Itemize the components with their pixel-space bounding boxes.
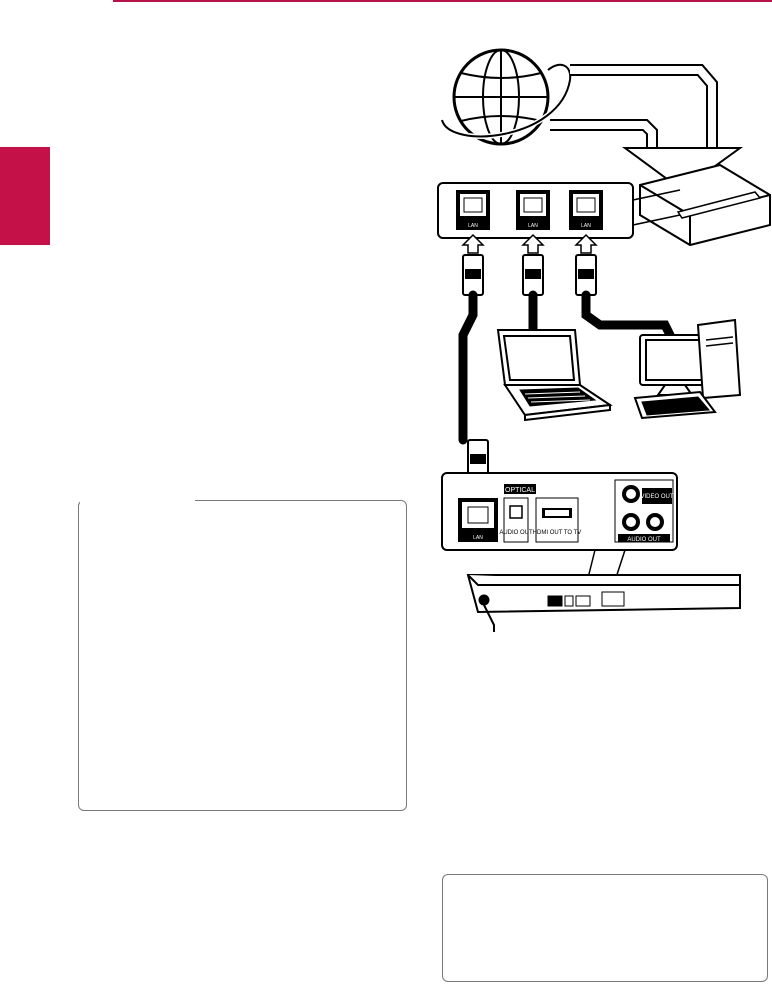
- ethernet-cables: [458, 290, 675, 445]
- router-lan-panel: LAN LAN LAN: [437, 182, 681, 239]
- note-box-title-gap: [80, 497, 195, 503]
- plug-arrows: [461, 233, 598, 254]
- video-out-label: VIDEO OUT: [640, 494, 673, 500]
- hdmi-out-label: HDMI OUT TO TV: [533, 530, 582, 536]
- internet-connection-arrow: [550, 64, 744, 192]
- top-rule: [113, 0, 772, 2]
- desktop-pc-icon: [633, 318, 742, 420]
- lan-port-2: LAN: [516, 190, 550, 230]
- player-lan-label: LAN: [473, 535, 483, 541]
- lan-port-1: LAN: [456, 190, 490, 230]
- lan-port-label: LAN: [581, 223, 591, 229]
- optical-label: OPTICAL: [505, 487, 535, 494]
- optical-audio-out-label: AUDIO OUT: [499, 530, 533, 536]
- router-icon: [639, 163, 771, 247]
- network-connection-diagram: LAN LAN LAN: [437, 48, 771, 632]
- lan-port-3: LAN: [569, 190, 603, 230]
- laptop-icon: [496, 329, 613, 422]
- ethernet-plug-icon: [462, 254, 597, 296]
- blu-ray-player-icon: [466, 574, 741, 632]
- note-box-left: [78, 500, 407, 811]
- chapter-side-tab: [0, 147, 50, 245]
- note-box-right: [442, 874, 768, 982]
- globe-icon: [439, 48, 573, 146]
- lan-port-label: LAN: [528, 223, 538, 229]
- audio-out-label: AUDIO OUT: [627, 537, 661, 543]
- player-connector-panel: LAN OPTICAL AUDIO OUT HDMI OUT TO TV VID…: [441, 472, 678, 551]
- lan-port-label: LAN: [468, 223, 478, 229]
